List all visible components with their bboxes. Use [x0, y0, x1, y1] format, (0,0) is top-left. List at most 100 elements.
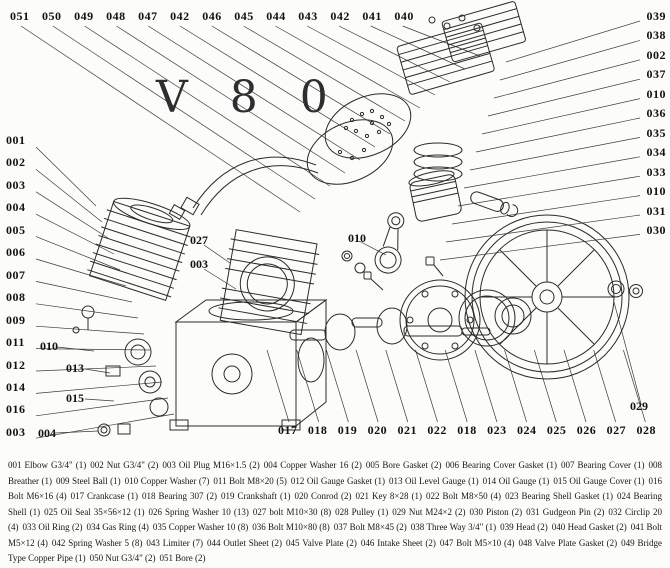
part-entry: 013 Oil Level Gauge (1): [389, 475, 479, 486]
callout-number: 010: [646, 86, 666, 101]
callout-number: 005: [6, 222, 26, 237]
callout-number: 043: [298, 9, 318, 23]
callout-number: 049: [74, 9, 94, 23]
callout-number: 047: [138, 9, 158, 23]
left-cylinder: [87, 197, 191, 302]
flywheel: [464, 214, 630, 380]
callout-number: 024: [517, 423, 537, 437]
callout-number: 039: [646, 9, 666, 23]
part-entry: 027 bolt M10×30 (8): [252, 506, 332, 517]
callout-number: 016: [6, 402, 26, 417]
callout-number: 007: [6, 267, 26, 282]
part-entry: 042 Spring Washer 5 (8): [51, 537, 143, 548]
callout-number: 042: [330, 9, 350, 23]
callout-number: 041: [362, 9, 382, 23]
part-entry: 006 Bearing Cover Gasket (1): [445, 460, 557, 470]
head-bolts: [428, 14, 481, 32]
callout-number: 027: [606, 423, 627, 437]
part-entry: 020 Conrod (2): [294, 491, 352, 501]
callout-number: 010: [646, 184, 666, 199]
callout-number: 031: [646, 203, 666, 218]
part-entry: 025 Oil Seal 35×56×12 (1): [44, 506, 145, 517]
part-entry: 002 Nut G3/4" (2): [90, 460, 159, 470]
callout-number: 015: [66, 391, 84, 405]
part-entry: 021 Key 8×28 (1): [355, 491, 422, 501]
callout-number: 003: [6, 177, 26, 192]
callout-number: 029: [630, 399, 648, 413]
gudgeon-pin: [470, 191, 519, 217]
model-label: V 8 0: [155, 72, 342, 123]
bridge-copper-pipe: [168, 156, 319, 221]
callout-number: 002: [646, 47, 666, 62]
piston: [408, 170, 462, 222]
part-entry: 019 Crankshaft (1): [221, 491, 291, 501]
part-entry: 048 Valve Plate Gasket (2): [518, 537, 618, 548]
part-entry: 003 Oil Plug M16×1.5 (2): [162, 460, 260, 470]
callout-number: 001: [6, 133, 26, 147]
part-entry: 043 Limiter (7): [146, 537, 204, 548]
callout-number: 046: [202, 9, 222, 23]
callout-number: 044: [266, 9, 286, 23]
callout-number: 019: [337, 423, 358, 437]
part-entry: 007 Bearing Cover (1): [560, 460, 645, 470]
part-entry: 035 Copper Washer 10 (8): [152, 522, 249, 532]
part-entry: 033 Oil Ring (2): [22, 522, 83, 532]
part-entry: 046 Intake Sheet (2): [360, 537, 436, 548]
part-entry: 047 Bolt M5×10 (4): [439, 537, 515, 548]
callout-number: 003: [6, 424, 26, 439]
pulley-nut: [607, 280, 643, 298]
part-entry: 037 Bolt M8×45 (2): [333, 522, 407, 532]
part-entry: 015 Oil Gauge Cover (1): [553, 475, 645, 486]
callout-number: 021: [397, 423, 417, 437]
part-entry: 031 Gudgeon Pin (2): [526, 506, 605, 517]
center-cylinder: [218, 229, 320, 336]
part-entry: 009 Steel Ball (1): [56, 475, 121, 486]
callout-number: 035: [646, 125, 666, 140]
callout-number: 045: [234, 9, 254, 23]
callout-number: 034: [646, 145, 666, 160]
callout-number: 017: [278, 423, 298, 437]
exploded-view-drawing: V 8 0: [20, 1, 646, 439]
callout-number: 018: [457, 423, 477, 437]
part-entry: 041 Bolt M5×12 (4): [8, 522, 663, 548]
callout-number: 012: [6, 357, 26, 372]
callout-number: 036: [646, 106, 666, 121]
cylinder-head: [396, 22, 495, 95]
callout-number: 003: [190, 257, 208, 271]
washer-bolt-cluster: [341, 250, 444, 291]
callout-number: 018: [307, 423, 328, 437]
callout-number: 025: [546, 423, 567, 437]
part-entry: 034 Gas Ring (4): [86, 522, 149, 532]
breather: [72, 305, 95, 334]
callout-number: 010: [40, 339, 58, 353]
callout-number: 008: [6, 290, 26, 305]
callout-number: 027: [190, 233, 208, 247]
callout-number: 006: [6, 245, 26, 260]
conrod: [374, 212, 405, 274]
part-entry: 022 Bolt M8×50 (4): [426, 491, 502, 501]
part-entry: 051 Bore (2): [159, 553, 206, 563]
part-entry: 016 Bolt M6×16 (4): [8, 475, 662, 502]
valve-plate: [306, 93, 412, 185]
callout-number: 022: [427, 423, 447, 437]
oil-plugs: [97, 423, 131, 437]
callout-number: 038: [646, 28, 666, 43]
callout-number: 011: [6, 335, 25, 350]
part-entry: 010 Copper Washer (7): [124, 475, 210, 486]
part-entry: 036 Bolt M10×80 (8): [252, 522, 330, 532]
callout-number: 042: [170, 9, 190, 23]
part-entry: 001 Elbow G3/4" (1): [8, 460, 87, 470]
part-entry: 024 Bearing Shell (1): [8, 491, 662, 517]
part-entry: 039 Head (2): [500, 522, 548, 532]
callout-number: 023: [487, 423, 507, 437]
part-entry: 023 Bearing Shell Gasket (1): [505, 491, 614, 501]
callout-number: 028: [636, 423, 656, 437]
callout-number: 014: [6, 379, 26, 394]
part-entry: 044 Outlet Sheet (2): [207, 537, 283, 548]
callout-number: 002: [6, 155, 26, 170]
part-entry: 018 Bearing 307 (2): [142, 491, 217, 501]
part-entry: 030 Piston (2): [469, 506, 523, 517]
